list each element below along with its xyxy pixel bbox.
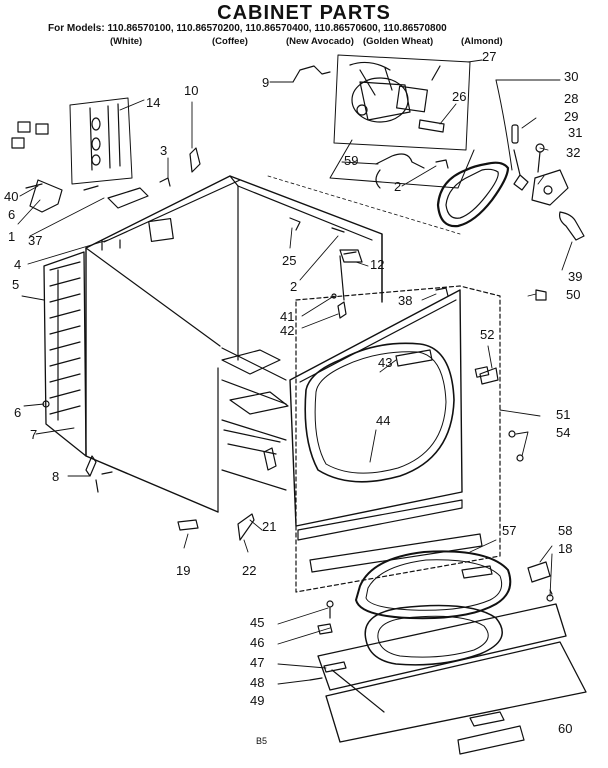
callout-45: 45 <box>250 615 265 630</box>
callout-58: 58 <box>558 523 573 538</box>
drive-belt-illustration <box>436 79 513 228</box>
page-title: CABINET PARTS <box>217 2 391 24</box>
callout-30: 30 <box>564 69 579 84</box>
callout-42: 42 <box>280 323 295 338</box>
callout-51: 51 <box>556 407 571 422</box>
callout-leader-lines <box>17 59 573 685</box>
callout-14: 14 <box>146 95 161 110</box>
callout-12: 12 <box>370 257 385 272</box>
color-label-coffee: (Coffee) <box>212 36 248 47</box>
color-label-new-avocado: (New Avocado) <box>286 36 354 47</box>
callout-43: 43 <box>378 355 393 370</box>
callout-9: 9 <box>262 75 270 90</box>
callout-10: 10 <box>184 83 199 98</box>
color-label-white: (White) <box>110 36 143 47</box>
callout-39: 39 <box>568 269 583 284</box>
callout-26: 26 <box>452 89 467 104</box>
callout-25: 25 <box>282 253 297 268</box>
callout-6-bottom: 6 <box>14 405 22 420</box>
callout-28: 28 <box>564 91 579 106</box>
callout-29: 29 <box>564 109 579 124</box>
callout-59: 59 <box>344 153 359 168</box>
color-label-almond: (Almond) <box>461 36 503 47</box>
callout-21: 21 <box>262 519 277 534</box>
front-panel-illustration <box>289 285 501 593</box>
callout-19: 19 <box>176 563 191 578</box>
wire-harness-59 <box>375 153 425 189</box>
callout-50: 50 <box>566 287 581 302</box>
wire-harness-9 <box>292 65 331 83</box>
callout-54: 54 <box>556 425 571 440</box>
callout-6-top: 6 <box>8 207 16 222</box>
color-labels-row: (White) (Coffee) (New Avocado) (Golden W… <box>0 36 608 50</box>
idler-pulley-parts <box>511 124 585 241</box>
screw-2-top <box>435 159 449 169</box>
callout-41: 41 <box>280 309 295 324</box>
callout-27: 27 <box>482 49 497 64</box>
models-label: For Models: 110.86570100, 110.86570200, … <box>48 23 447 34</box>
control-bracket-parts <box>11 97 201 213</box>
callout-7: 7 <box>30 427 38 442</box>
callout-5: 5 <box>12 277 20 292</box>
callout-22: 22 <box>242 563 257 578</box>
callout-18: 18 <box>558 541 573 556</box>
cabinet-frame-illustration <box>85 175 461 513</box>
callout-2-top: 2 <box>394 179 402 194</box>
callout-1: 1 <box>8 229 16 244</box>
page-code: B5 <box>256 736 268 746</box>
callout-60: 60 <box>558 721 573 736</box>
callout-38: 38 <box>398 293 413 308</box>
callout-37: 37 <box>28 233 43 248</box>
callout-44: 44 <box>376 413 391 428</box>
callout-40: 40 <box>4 189 19 204</box>
callout-8: 8 <box>52 469 60 484</box>
side-panel-illustration <box>42 251 97 477</box>
callout-4: 4 <box>14 257 22 272</box>
callout-3: 3 <box>160 143 168 158</box>
callout-31: 31 <box>568 125 583 140</box>
callout-47: 47 <box>250 655 265 670</box>
callout-32: 32 <box>566 145 581 160</box>
color-label-golden-wheat: (Golden Wheat) <box>363 36 434 47</box>
callout-48: 48 <box>250 675 265 690</box>
callout-49: 49 <box>250 693 265 708</box>
callout-57: 57 <box>502 523 517 538</box>
motor-assembly-illustration <box>333 54 471 151</box>
callout-52: 52 <box>480 327 495 342</box>
callout-46: 46 <box>250 635 265 650</box>
small-hardware-parts <box>25 183 554 602</box>
callout-2-mid: 2 <box>290 279 298 294</box>
